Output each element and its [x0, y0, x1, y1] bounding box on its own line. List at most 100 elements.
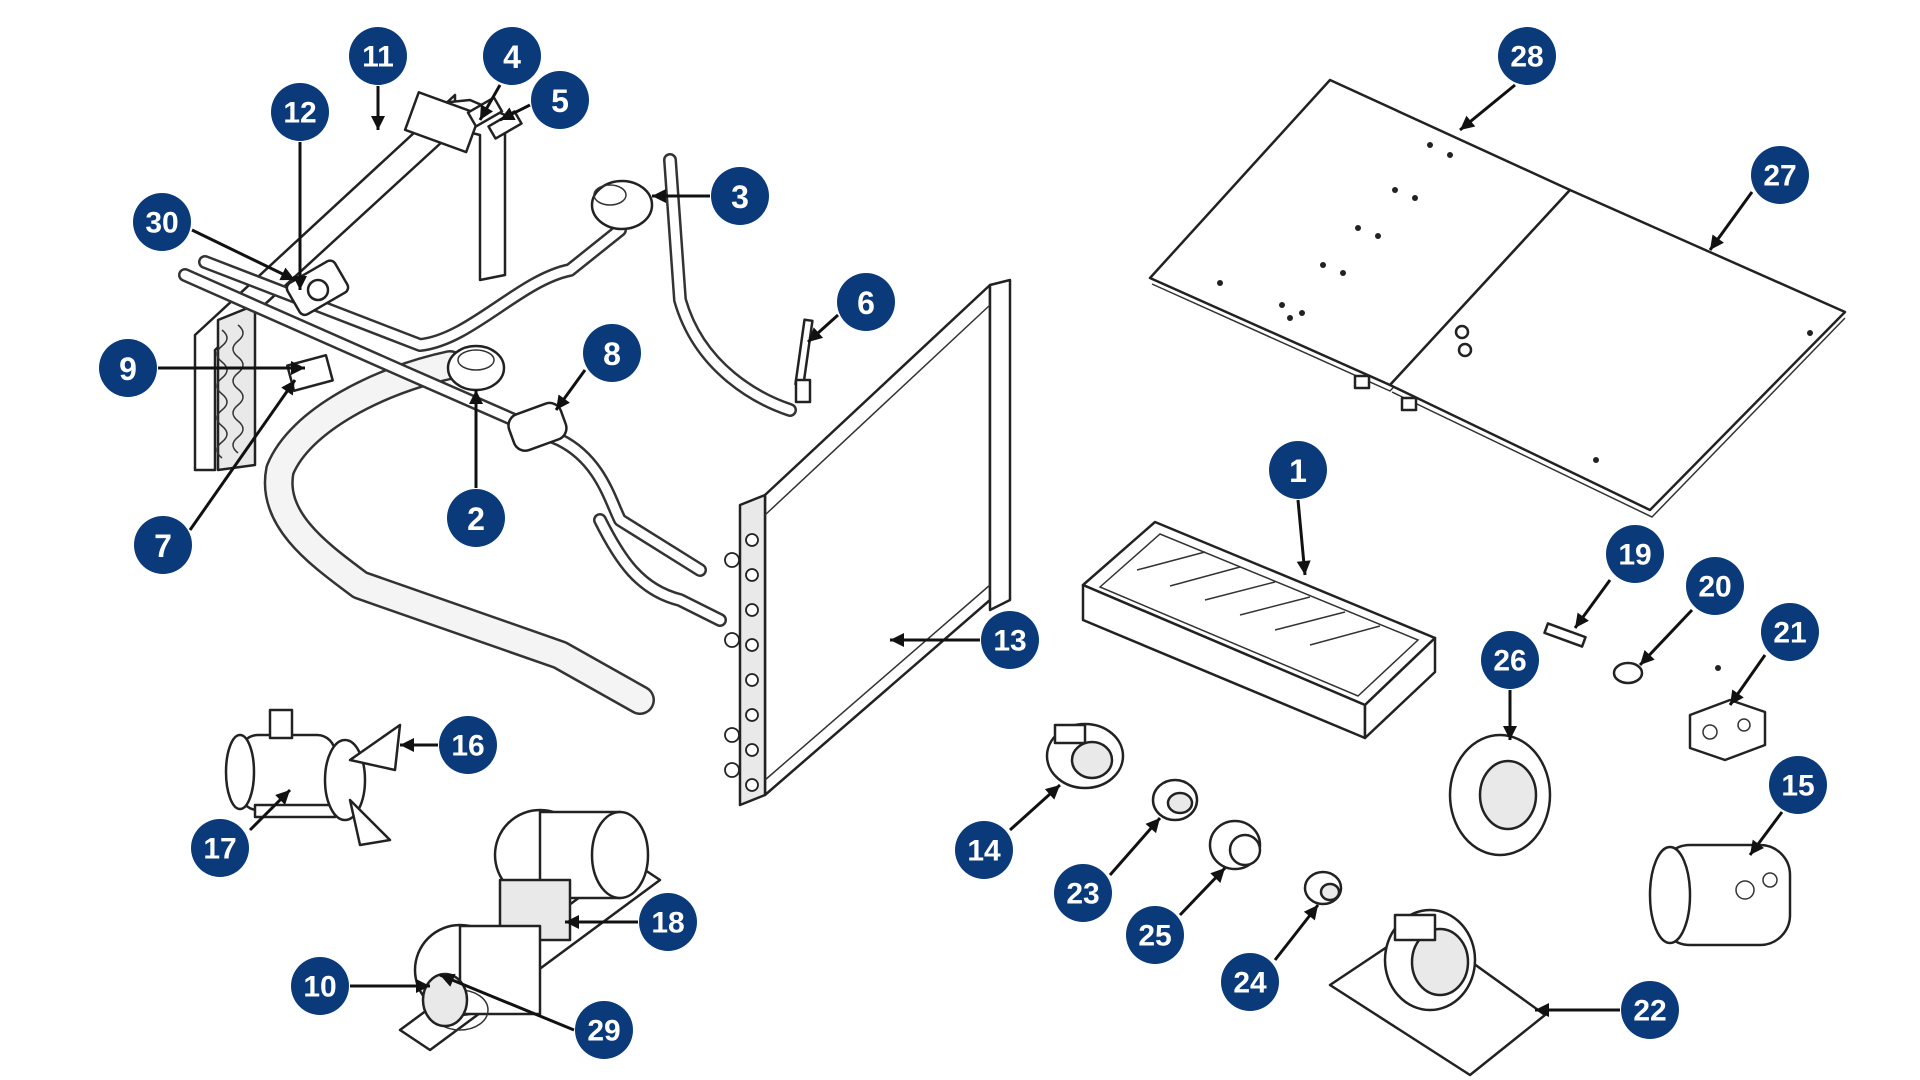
callout-badge [1621, 981, 1679, 1039]
condenser-coil [724, 278, 1012, 807]
arrowhead-5 [500, 107, 516, 120]
callout-26: 26 [1481, 631, 1539, 689]
arrowhead-19 [1575, 612, 1589, 628]
callout-19: 19 [1606, 525, 1664, 583]
leader-line-7 [188, 379, 297, 531]
arrowhead-12 [293, 276, 307, 290]
callout-20: 20 [1686, 557, 1744, 615]
callout-badge [439, 716, 497, 774]
callout-number: 6 [857, 285, 875, 321]
arrowhead-23 [1145, 818, 1160, 834]
compressor-bracket [1045, 722, 1125, 790]
callout-badge [955, 821, 1013, 879]
callout-badge [1054, 864, 1112, 922]
callout-number: 24 [1233, 967, 1267, 1000]
arrowhead-11 [371, 116, 385, 130]
callout-badge [583, 324, 641, 382]
callout-badge [134, 516, 192, 574]
callout-badge [349, 27, 407, 85]
callout-11: 11 [349, 27, 407, 85]
callout-number: 10 [303, 971, 336, 1004]
callout-badge [837, 273, 895, 331]
arrowhead-18 [565, 915, 579, 929]
callout-17: 17 [191, 819, 249, 877]
air-filter [1081, 520, 1437, 740]
arrowhead-15 [1750, 839, 1764, 855]
bearing [1208, 819, 1262, 871]
callout-16: 16 [439, 716, 497, 774]
callout-number: 11 [362, 41, 394, 74]
callout-badge [271, 83, 329, 141]
hose-large [263, 350, 655, 715]
callout-number: 1 [1289, 453, 1307, 489]
arrowhead-14 [1044, 785, 1060, 800]
cover-panel-left [1148, 78, 1572, 392]
leader-lines [158, 83, 1784, 1032]
callout-30: 30 [133, 193, 191, 251]
callout-15: 15 [1769, 756, 1827, 814]
expansion-valve-lower [446, 344, 506, 392]
callout-badge [1769, 756, 1827, 814]
arrowhead-2 [469, 390, 483, 404]
callout-badge [1126, 906, 1184, 964]
callout-21: 21 [1761, 603, 1819, 661]
expansion-valve-upper [590, 179, 654, 231]
callout-layer: 1234567891011121314151617181920212223242… [99, 27, 1827, 1059]
arrowhead-16 [400, 738, 414, 752]
callout-number: 17 [203, 833, 236, 866]
callout-number: 9 [119, 351, 137, 387]
valve-cap [1612, 661, 1644, 685]
drier [285, 259, 350, 317]
callout-number: 5 [551, 83, 569, 119]
mounting-plate [1328, 908, 1547, 1077]
compressor [1648, 843, 1792, 947]
callout-25: 25 [1126, 906, 1184, 964]
callout-14: 14 [955, 821, 1013, 879]
callout-27: 27 [1751, 146, 1809, 204]
callout-7: 7 [134, 516, 192, 574]
callout-number: 16 [451, 730, 484, 763]
callout-badge [1686, 557, 1744, 615]
arrowhead-24 [1303, 905, 1318, 921]
callout-number: 22 [1633, 995, 1666, 1028]
leader-line-29 [439, 973, 575, 1032]
callout-number: 14 [967, 835, 1001, 868]
manifold-block [1688, 665, 1767, 762]
arrowhead-8 [556, 394, 570, 410]
callout-badge [575, 1001, 633, 1059]
callout-badge [483, 27, 541, 85]
callout-18: 18 [639, 893, 697, 951]
arrowhead-26 [1503, 726, 1517, 740]
callout-number: 26 [1493, 645, 1526, 678]
callout-number: 29 [587, 1015, 620, 1048]
callout-number: 12 [283, 97, 316, 130]
callout-8: 8 [583, 324, 641, 382]
callout-number: 8 [603, 336, 621, 372]
leader-line-30 [191, 228, 296, 282]
callout-number: 25 [1138, 920, 1171, 953]
clutch-pulley [1448, 733, 1552, 857]
callout-badge [981, 611, 1039, 669]
callout-number: 27 [1763, 160, 1796, 193]
callout-number: 21 [1773, 617, 1806, 650]
callout-number: 30 [145, 207, 178, 240]
arrowhead-22 [1535, 1003, 1549, 1017]
callout-29: 29 [575, 1001, 633, 1059]
callout-badge [1221, 953, 1279, 1011]
blower-assembly [398, 808, 662, 1052]
arrowhead-17 [275, 790, 290, 805]
callout-badge [99, 339, 157, 397]
arrowhead-30 [279, 267, 295, 281]
callout-13: 13 [981, 611, 1039, 669]
arrowhead-9 [291, 361, 305, 375]
arrowhead-7 [281, 380, 295, 396]
callout-badge [1751, 146, 1809, 204]
callout-28: 28 [1498, 27, 1556, 85]
callout-badge [711, 167, 769, 225]
callout-number: 13 [993, 625, 1026, 658]
arrowhead-4 [480, 104, 494, 120]
callout-number: 2 [467, 501, 485, 537]
callout-24: 24 [1221, 953, 1279, 1011]
